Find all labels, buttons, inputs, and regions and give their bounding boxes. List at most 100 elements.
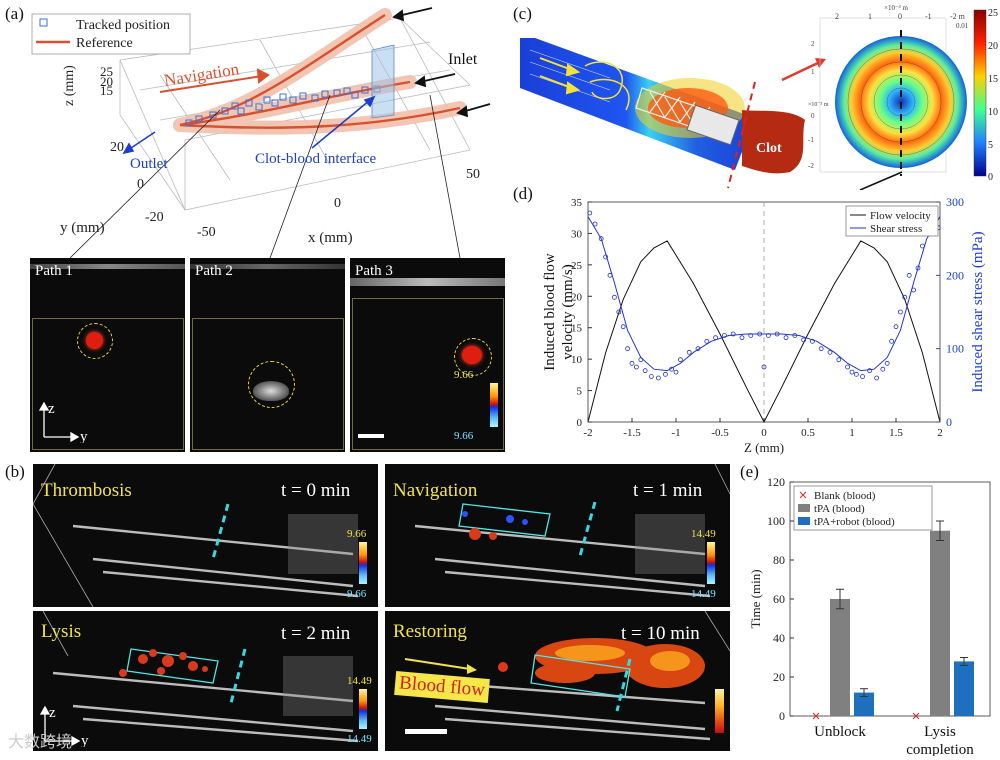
cs-left-tick-0: 2 [811,40,815,48]
frame2-time: t = 1 min [633,480,703,501]
e-bar-tpa-robot [854,692,874,716]
frame2-colorbar [707,542,715,584]
frame3-colorbar [359,689,367,729]
cs-left-tick-4: -2 [808,162,814,170]
d-xtick-5: 0.5 [801,427,815,439]
e-ytick-2: 40 [773,631,785,645]
frame-navigation: Navigation t = 1 min 14.49 14.49 [385,464,730,607]
d-y2tick-1: 100 [946,342,964,356]
lysis-orient-y: y [81,733,89,747]
legend-reference: Reference [76,36,133,51]
e-bar-tpa-robot [954,661,974,716]
cs-left-tick-1: 1 [811,68,815,76]
frame3-cb-top: 14.49 [347,675,372,687]
inlet-annotation: Inlet [448,51,478,68]
y-tick-1: 0 [137,177,144,192]
e-ytick-4: 80 [773,553,785,567]
e-cat-unblock: Unblock [814,724,866,740]
cs-top-tick-4: -2 m [950,12,966,21]
d-shear-point [695,346,701,352]
frame2-cb-top: 14.49 [691,528,716,540]
d-xlabel: Z (mm) [744,440,784,455]
frame1-time: t = 0 min [281,480,351,501]
path3-cb-bottom: 9.66 [454,430,474,442]
frame1-colorbar [359,542,367,584]
frame3-time: t = 2 min [281,623,351,644]
d-shear-point [836,357,842,363]
e-legend-tpa: tPA (blood) [814,503,865,515]
cbar-tick-0: 25 [988,8,998,19]
y-axis-label: y (mm) [60,220,105,236]
d-shear-point [721,333,727,338]
d-shear-point [648,374,654,379]
d-shear-point [663,371,668,377]
e-ytick-0: 0 [779,709,785,723]
z-tick-2: 15 [100,83,113,98]
x-tick-1: 0 [334,196,341,211]
z-axis-label: z (mm) [62,65,77,106]
cs-top-tick-extra: 0.01 [956,22,969,30]
panel-b-label: (b) [5,462,25,481]
e-error-bar [860,688,868,697]
path1-ultrasound: Path 1 z y [30,258,185,452]
d-shear-point [612,294,617,300]
path-orient-z: z [48,401,55,417]
d-shear-point [774,331,780,337]
d-ylabel-line2: velocity (mm/s) [560,264,576,359]
d-shear-point [919,243,925,249]
d-shear-point [889,338,895,344]
d-y2tick-3: 300 [946,195,964,209]
d-shear-point [669,366,675,372]
d-y2tick-0: 0 [946,415,952,429]
d-shear-point [677,357,683,363]
path1-label: Path 1 [35,263,73,279]
d-shear-point [607,272,613,278]
d-ylabel-line1: Induced blood flow [542,253,558,371]
d-shear-point [893,324,899,330]
path3-cb-top: 9.66 [454,369,474,381]
d-shear-point [642,368,648,374]
d-ytick-6: 30 [571,228,583,240]
d-xtick-2: -1 [671,427,680,439]
e-ytick-5: 100 [767,514,785,528]
d-shear-point [713,335,719,341]
e-error-bar [936,520,944,541]
d-y2label: Induced shear stress (mPa) [970,231,986,392]
d-ytick-1: 5 [577,386,583,398]
frame3-title: Lysis [41,621,82,642]
d-shear-point [849,369,855,375]
panel-c-label: (c) [513,4,532,23]
d-shear-point [867,368,873,374]
d-shear-point [757,331,763,337]
d-shear-point [792,333,798,338]
frame4-title: Restoring [393,621,467,642]
clot-label: Clot [756,141,782,156]
d-shear-point [620,324,626,330]
cbar-tick-5: 0 [988,172,993,183]
cbar-tick-4: 5 [988,140,993,151]
trajectory-3d-plot: Tracked position Reference Navigation In… [31,7,491,258]
d-shear-point [915,265,921,271]
d-shear-point [911,287,917,293]
d-shear-point [897,309,903,315]
frame1-cb-bottom: 9.66 [347,588,367,600]
frame2-cb-bottom: 14.49 [691,588,716,600]
d-ytick-4: 20 [571,291,583,303]
cs-top-tick-2: 0 [898,12,902,21]
cs-left-exp: ×10⁻³ m [808,102,829,108]
e-legend-tpa-robot-swatch [798,517,810,525]
d-ytick-7: 35 [571,197,583,209]
x-tick-2: 50 [466,167,480,182]
d-ytick-2: 10 [571,354,583,366]
outlet-annotation: Outlet [130,156,168,172]
d-shear-point [748,333,754,338]
frame3-cb-bottom: 14.49 [347,733,372,745]
d-shear-point [765,333,771,338]
path-orient-y: y [80,429,88,443]
path3-colorbar [490,383,498,427]
e-ytick-1: 20 [773,670,785,684]
d-shear-point [704,338,710,344]
frame-thrombosis: Thrombosis t = 0 min 9.66 9.66 [33,464,378,607]
e-ytick-6: 120 [767,475,785,489]
d-legend-shear: Shear stress [870,223,922,235]
